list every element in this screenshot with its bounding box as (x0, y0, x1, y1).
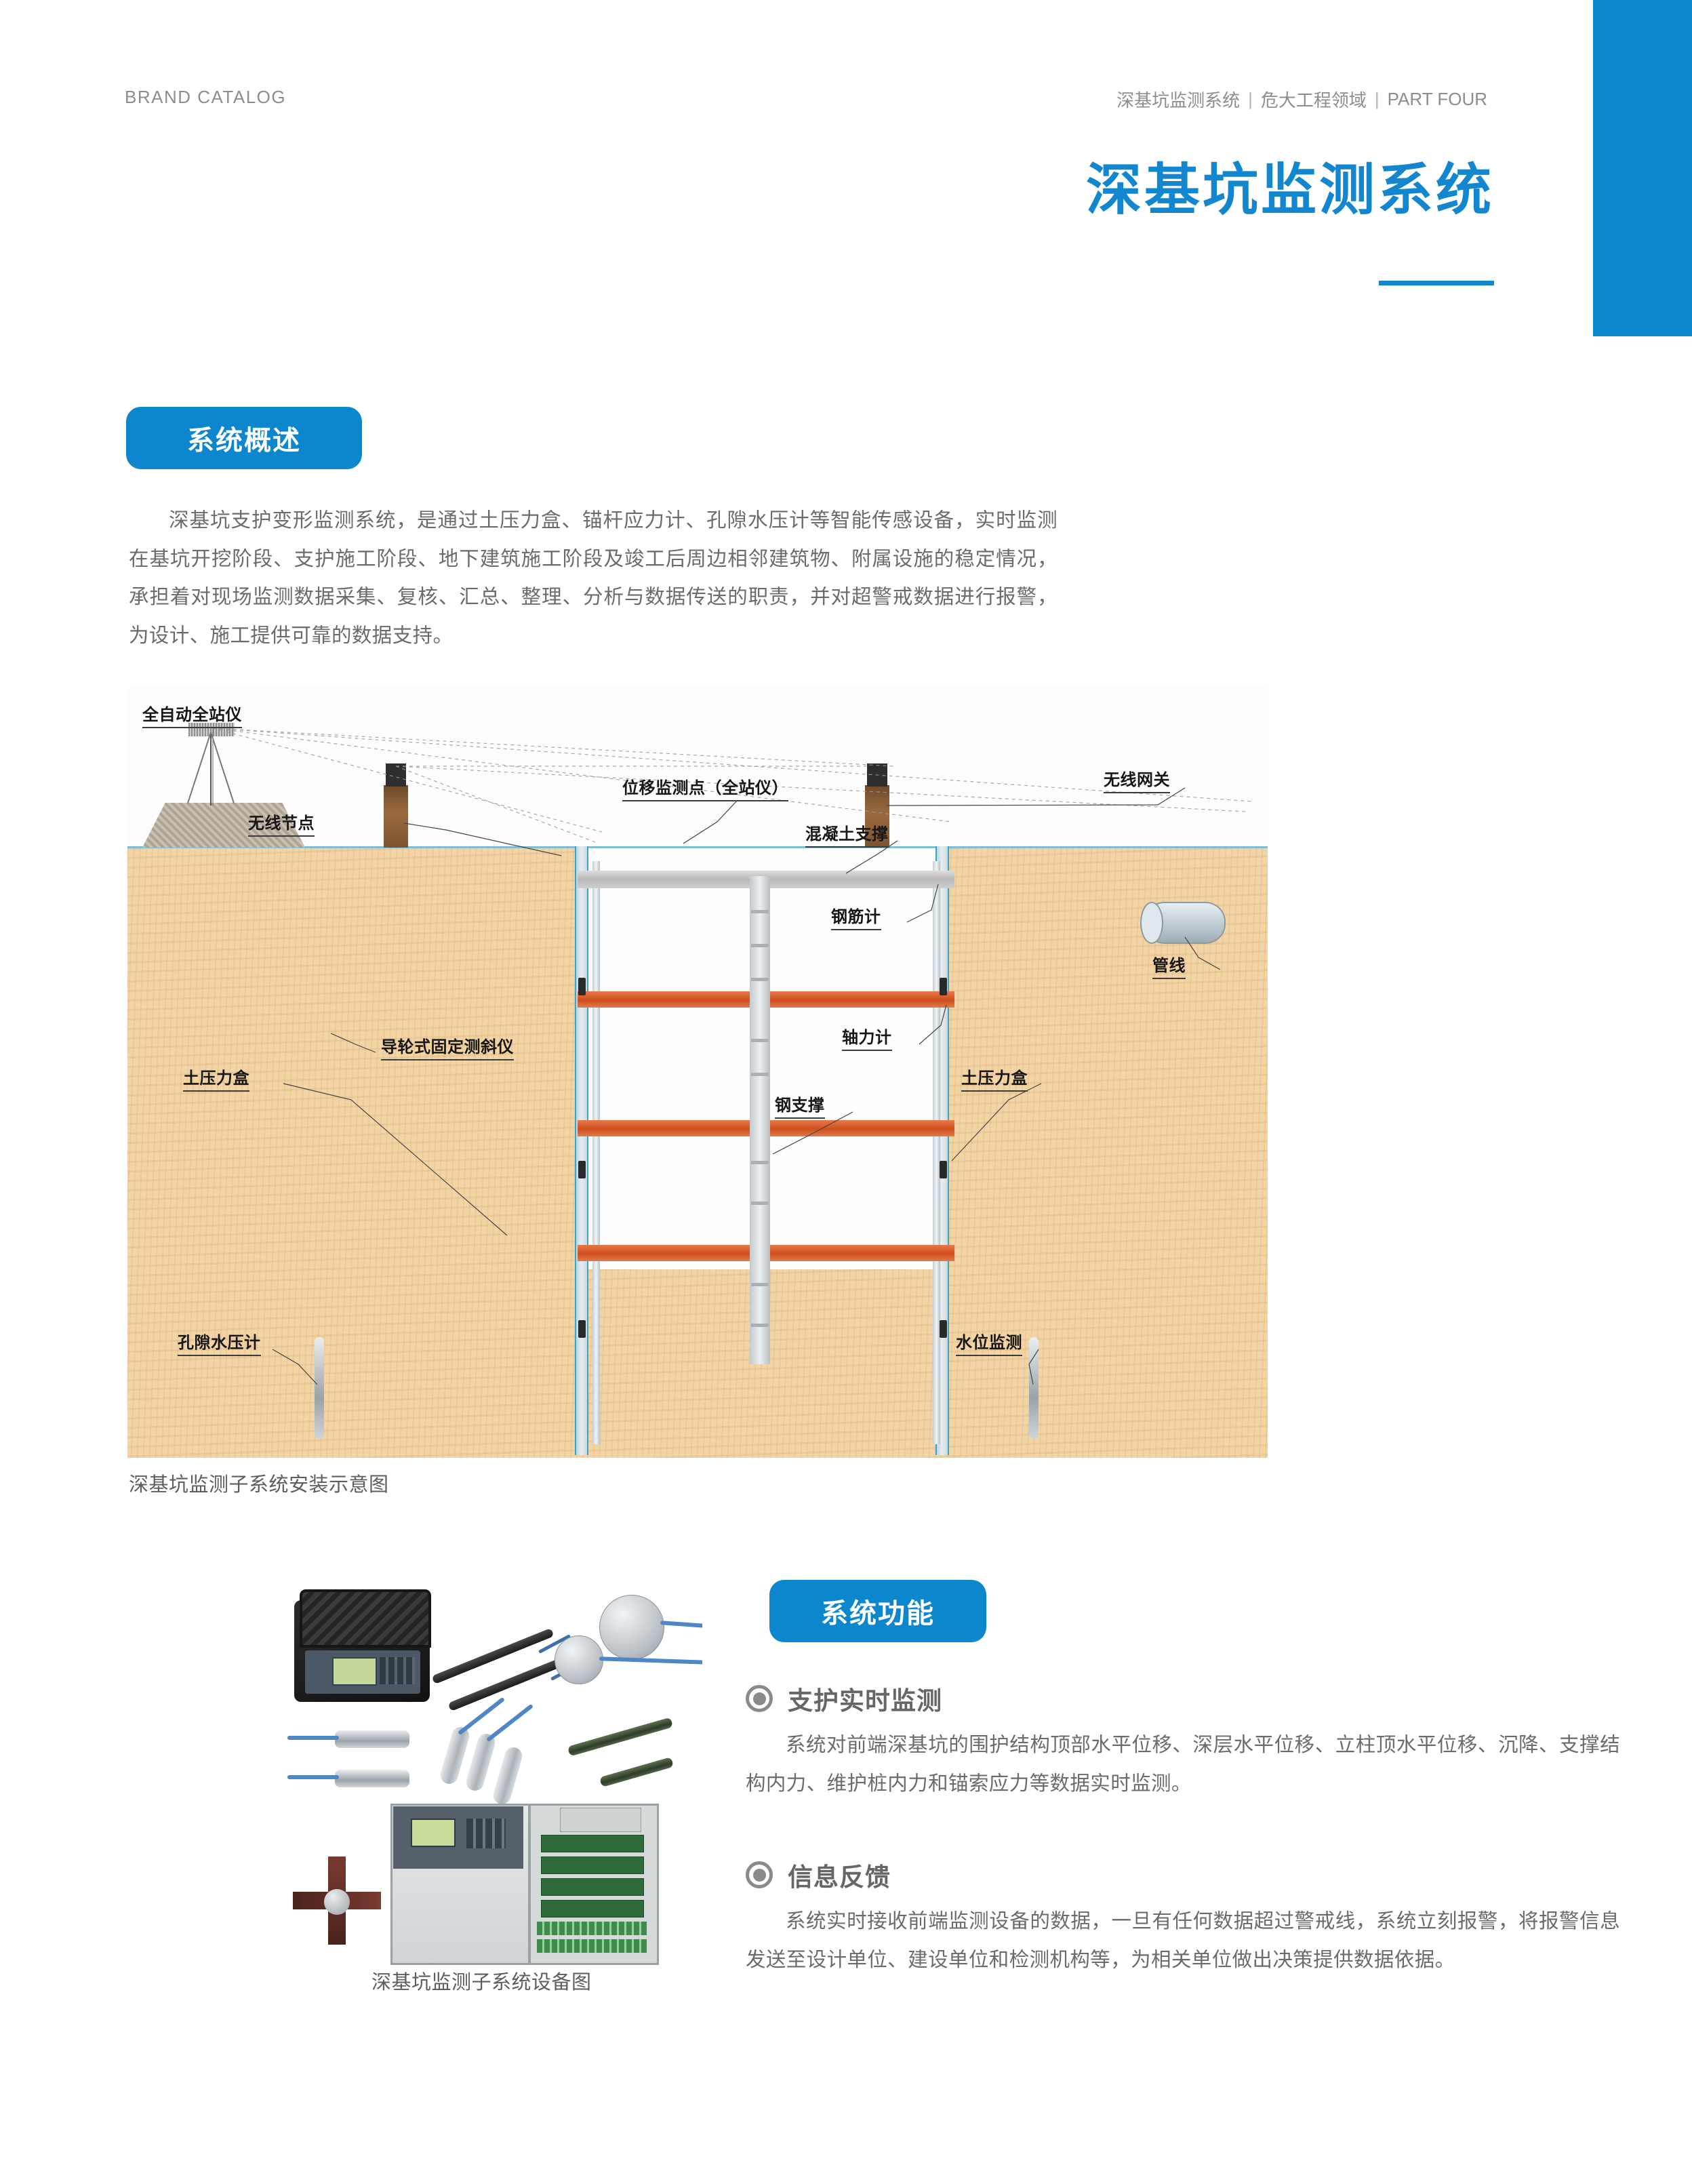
earth-pressure-cell-sensor (940, 1161, 947, 1178)
piezometer-probe (315, 1337, 324, 1439)
page-title: 深基坑监测系统 (1085, 159, 1494, 221)
earth-pressure-cell-sensor (578, 978, 586, 995)
ground-line (127, 846, 1268, 848)
section-chip-overview: 系统概述 (126, 407, 362, 469)
wireless-node-head (386, 763, 406, 787)
acquisition-module-board (541, 1900, 644, 1918)
column-rung (751, 1039, 769, 1042)
feature-body: 系统对前端深基坑的围护结构顶部水平位移、深层水平位移、立柱顶水平位移、沉降、支撑… (746, 1734, 1620, 1795)
rebar-meter-sensor (567, 1717, 674, 1757)
acquisition-module-board (541, 1835, 644, 1852)
vane-earth-pressure-cell (286, 1850, 388, 1951)
breadcrumb: 深基坑监测系统 | 危大工程领域 | PART FOUR (1108, 87, 1495, 112)
breadcrumb-item-0: 深基坑监测系统 (1116, 90, 1241, 111)
schematic-diagram: 全自动全站仪 无线节点 位移监测点（全站仪） 混凝土支撑 无线网关 钢筋计 管线… (127, 686, 1268, 1458)
earth-pressure-cell-sensor (578, 1320, 586, 1338)
schematic-caption: 深基坑监测子系统安装示意图 (129, 1474, 389, 1496)
acquisition-module-board (541, 1878, 644, 1896)
breadcrumb-item-1: 危大工程领域 (1260, 90, 1367, 111)
breadcrumb-separator-1: | (1374, 89, 1379, 109)
terminal-strip (537, 1922, 647, 1935)
bullet-ring-icon (746, 1861, 773, 1888)
diagram-label-earth-pressure-cell-right: 土压力盒 (961, 1065, 1028, 1092)
terminal-strip (537, 1939, 647, 1953)
diagram-label-piezometer: 孔隙水压计 (178, 1329, 261, 1356)
diagram-label-rebar-meter: 钢筋计 (831, 903, 881, 930)
joint-meter-cable (287, 1775, 339, 1779)
diagram-label-water-level-monitoring: 水位监测 (956, 1329, 1022, 1356)
inclinometer-casing-right (933, 861, 940, 1444)
piezometer-probe (491, 1745, 525, 1806)
feature-title: 支护实时监测 (788, 1687, 942, 1715)
acquisition-cabinet-keypad (466, 1819, 506, 1848)
section-chip-functions: 系统功能 (769, 1580, 986, 1642)
load-cell-cable (660, 1621, 702, 1630)
piezometer-probe (438, 1725, 472, 1786)
feature-body: 系统实时接收前端监测设备的数据，一旦有任何数据超过警戒线，系统立刻报警，将报警信… (746, 1910, 1620, 1971)
acquisition-module-board (541, 1857, 644, 1874)
column-rung (751, 944, 769, 947)
equipment-caption: 深基坑监测子系统设备图 (371, 1972, 592, 1993)
diagram-label-wireless-node: 无线节点 (248, 810, 315, 837)
diagram-label-concrete-strut: 混凝土支撑 (805, 820, 889, 848)
diagram-label-axial-force-meter: 轴力计 (842, 1024, 892, 1051)
column-rung (751, 1202, 769, 1205)
load-cell-large (599, 1595, 664, 1660)
water-level-probe (1029, 1337, 1039, 1439)
bullet-ring-icon (746, 1685, 773, 1712)
retaining-wall-left (575, 846, 588, 1455)
acquisition-cabinet-display (411, 1819, 456, 1847)
feature-item: 信息反馈 系统实时接收前端监测设备的数据，一旦有任何数据超过警戒线，系统立刻报警… (746, 1857, 1620, 1979)
column-rung (751, 1324, 769, 1327)
datalogger-keypad (380, 1657, 415, 1684)
column-rung (751, 1073, 769, 1076)
column-rung (751, 1161, 769, 1164)
diagram-label-earth-pressure-cell-left: 土压力盒 (183, 1065, 249, 1092)
equipment-figure (275, 1580, 702, 1966)
diagram-label-inclinometer: 导轮式固定测斜仪 (381, 1033, 514, 1060)
column-rung (751, 910, 769, 913)
soil-right (944, 848, 1268, 1458)
earth-pressure-cell-sensor (578, 1161, 586, 1178)
feature-item: 支护实时监测 系统对前端深基坑的围护结构顶部水平位移、深层水平位移、立柱顶水平位… (746, 1680, 1620, 1803)
portable-case-lid (300, 1589, 431, 1648)
joint-meter-sensor (335, 1770, 409, 1787)
diagram-label-wireless-gateway: 无线网关 (1104, 766, 1170, 793)
utility-pipe-end (1140, 902, 1163, 944)
piezometer-cable (486, 1703, 533, 1743)
king-post-column (750, 876, 770, 1364)
earth-pressure-cell-sensor (940, 978, 947, 995)
strain-gauge-sensor (335, 1730, 409, 1748)
datalogger-screen (332, 1657, 377, 1686)
power-supply-module (560, 1808, 641, 1832)
soil-left (127, 848, 587, 1458)
decorative-blue-bar (1593, 0, 1692, 336)
brand-catalog-label: BRAND CATALOG (125, 87, 287, 107)
wireless-node-pole (384, 785, 408, 848)
load-cell-small (555, 1635, 603, 1684)
piezometer-probe (464, 1732, 498, 1793)
strain-gauge-cable (287, 1736, 339, 1740)
diagram-label-steel-strut: 钢支撑 (775, 1092, 825, 1119)
column-rung (751, 1283, 769, 1286)
diagram-label-total-station: 全自动全站仪 (142, 701, 242, 728)
vane-hub (324, 1889, 350, 1915)
tripod-leg-center (210, 732, 212, 806)
wireless-gateway-head (867, 763, 887, 787)
overview-paragraph: 深基坑支护变形监测系统，是通过土压力盒、锚杆应力计、孔隙水压计等智能传感设备，实… (129, 509, 1058, 647)
inclinometer-casing-left (592, 861, 600, 1444)
feature-heading: 信息反馈 (746, 1857, 1620, 1893)
title-underline-rule (1379, 281, 1494, 285)
earth-pressure-cell-sensor (940, 1320, 947, 1338)
feature-heading: 支护实时监测 (746, 1680, 1620, 1717)
column-rung (751, 978, 769, 981)
rebar-meter-sensor (599, 1757, 674, 1787)
breadcrumb-item-2: PART FOUR (1387, 89, 1487, 109)
breadcrumb-separator-0: | (1248, 89, 1253, 109)
feature-title: 信息反馈 (788, 1863, 891, 1891)
diagram-label-pipeline: 管线 (1152, 952, 1186, 979)
diagram-label-displacement-point: 位移监测点（全站仪） (622, 774, 788, 801)
load-cell-cable (599, 1656, 702, 1665)
